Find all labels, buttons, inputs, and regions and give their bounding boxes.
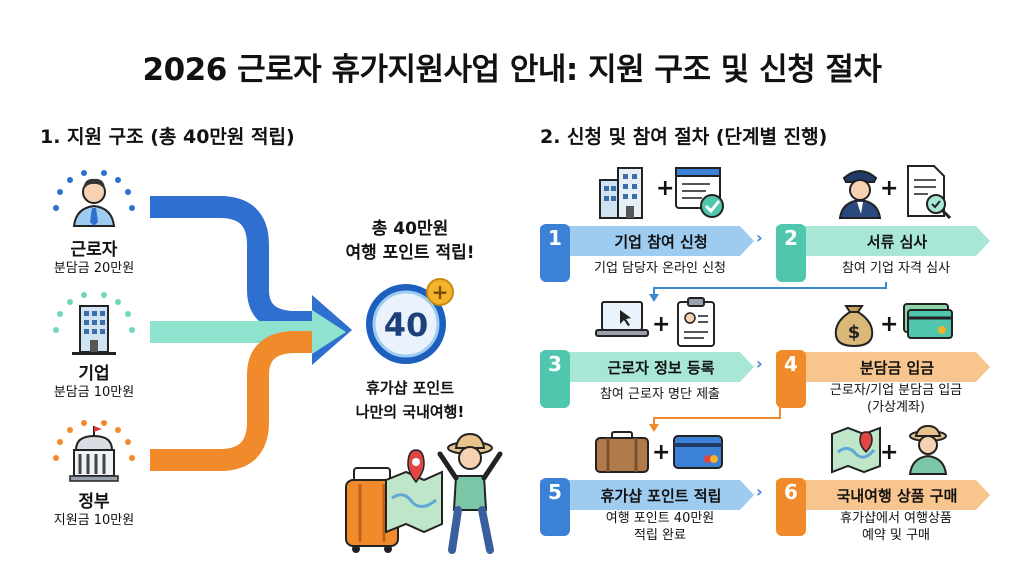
- step-4-banner-shape: [776, 352, 990, 382]
- worker-icon: [53, 170, 135, 227]
- step-4-desc-line-1: 근로자/기업 분담금 입금: [829, 383, 963, 398]
- slogan-line-2: 나만의 국내여행!: [355, 403, 465, 421]
- svg-text:$: $: [848, 322, 861, 343]
- slogan-line-1: 휴가샵 포인트: [365, 379, 455, 397]
- step-6-desc-line-1: 휴가샵에서 여행상품: [840, 511, 952, 526]
- step-1-desc: 기업 담당자 온라인 신청: [570, 260, 750, 277]
- step-6-banner-shape: [776, 480, 990, 510]
- credit-card-icon: [673, 435, 723, 469]
- step-5-title: 휴가샵 포인트 적립: [600, 486, 722, 505]
- merge-arrowhead-inner: [312, 310, 346, 354]
- step-2-desc: 참여 기업 자격 심사: [806, 260, 986, 277]
- government-name: 정부: [78, 492, 110, 512]
- step-5-banner-shape: [540, 480, 754, 510]
- step-2-desc-line-1: 참여 기업 자격 심사: [841, 261, 951, 276]
- government-amount: 지원금 10만원: [53, 513, 135, 528]
- step-3-desc: 참여 근로자 명단 제출: [570, 386, 750, 403]
- step-3-number: 3: [540, 350, 570, 408]
- section2-title: 2. 신청 및 참여 절차 (단계별 진행): [540, 126, 828, 148]
- traveler-icon: [908, 424, 948, 475]
- plus-sign-3: +: [652, 312, 671, 337]
- step-5-desc-line-1: 여행 포인트 40만원: [605, 511, 715, 526]
- step-6-number: 6: [776, 478, 806, 536]
- plus-sign-6: +: [880, 440, 899, 465]
- contribution-flow-arrows: [150, 196, 352, 471]
- reviewer-officer-icon: [838, 170, 882, 219]
- plus-sign-1: +: [656, 176, 675, 201]
- plus-sign-4: +: [880, 312, 899, 337]
- step-5-desc-line-2: 적립 완료: [634, 528, 686, 543]
- government-flow-arrow: [150, 331, 318, 471]
- badge-value: 40: [384, 306, 429, 344]
- step-2-banner-shape: [776, 226, 990, 256]
- company-building-icon: [53, 292, 135, 355]
- points-badge: 40 +: [366, 278, 454, 364]
- total-line-2: 여행 포인트 적립!: [345, 243, 475, 263]
- section1-title: 1. 지원 구조 (총 40만원 적립): [40, 126, 295, 148]
- map-icon: [385, 449, 443, 534]
- worker-amount: 분담금 20만원: [53, 261, 135, 276]
- step-3-to-4-chevron-icon: ›: [756, 354, 763, 373]
- government-building-icon: [53, 420, 135, 482]
- step-5-to-6-chevron-icon: ›: [756, 482, 763, 501]
- page-title: 2026 근로자 휴가지원사업 안내: 지원 구조 및 신청 절차: [142, 52, 882, 88]
- laptop-icon: [595, 301, 649, 337]
- step-1-to-2-chevron-icon: ›: [756, 228, 763, 247]
- step-1-desc-line-1: 기업 담당자 온라인 신청: [594, 261, 726, 276]
- office-building-icon: [599, 167, 643, 219]
- step-3-desc-line-1: 참여 근로자 명단 제출: [599, 387, 721, 402]
- step-1-number: 1: [540, 224, 570, 282]
- step-3-banner-shape: [540, 352, 754, 382]
- step-4-number: 4: [776, 350, 806, 408]
- connector-4-to-5-arrow: [649, 402, 781, 432]
- document-search-icon: [907, 165, 952, 220]
- step-2-title: 서류 심사: [866, 232, 928, 251]
- step-6-desc: 휴가샵에서 여행상품 예약 및 구매: [806, 510, 986, 544]
- suitcase-icon: [595, 431, 649, 473]
- online-form-check-icon: [675, 167, 724, 218]
- step-4-desc: 근로자/기업 분담금 입금 (가상계좌): [806, 382, 986, 416]
- money-bag-icon: $: [834, 305, 874, 348]
- step-5-desc: 여행 포인트 40만원 적립 완료: [570, 510, 750, 544]
- traveler-person-icon: [437, 432, 503, 554]
- travel-map-icon: [831, 426, 881, 474]
- company-amount: 분담금 10만원: [53, 385, 135, 400]
- plus-sign-2: +: [880, 176, 899, 201]
- plus-sign-5: +: [652, 440, 671, 465]
- step-1-title: 기업 참여 신청: [614, 232, 708, 251]
- step-4-title: 분담금 입금: [859, 358, 935, 377]
- company-name: 기업: [78, 364, 110, 384]
- step-1-banner-shape: [540, 226, 754, 256]
- plus-coin-icon: [426, 278, 454, 306]
- worker-flow-arrow: [150, 196, 318, 333]
- connector-2-to-3-arrow: [649, 282, 887, 302]
- worker-name: 근로자: [70, 240, 118, 260]
- step-6-title: 국내여행 상품 구매: [836, 486, 958, 505]
- step-6-desc-line-2: 예약 및 구매: [861, 528, 931, 543]
- clipboard-profile-icon: [677, 297, 715, 347]
- step-2-number: 2: [776, 224, 806, 282]
- total-line-1: 총 40만원: [371, 219, 449, 239]
- step-3-title: 근로자 정보 등록: [607, 358, 715, 377]
- travel-illustration: [345, 432, 503, 554]
- step-4-desc-line-2: (가상계좌): [867, 400, 925, 415]
- cash-card-icon: [903, 303, 953, 339]
- step-5-number: 5: [540, 478, 570, 536]
- badge-plus: +: [432, 280, 449, 304]
